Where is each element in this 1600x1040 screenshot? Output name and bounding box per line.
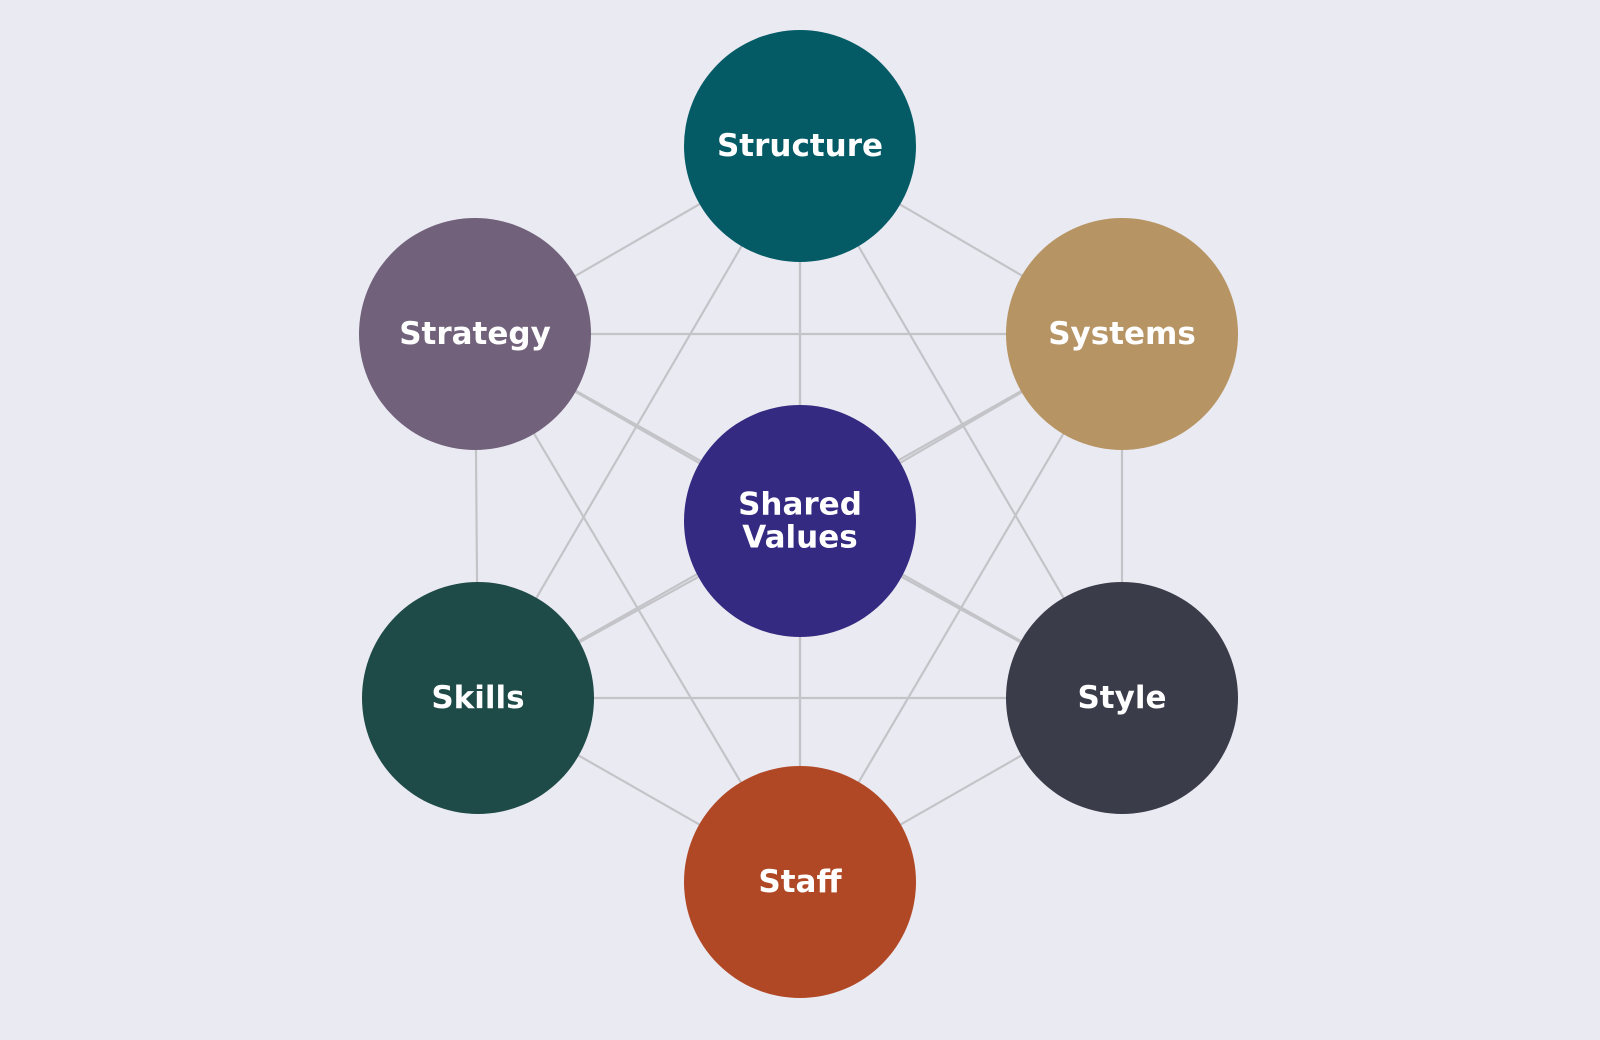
node-circle-shared-values	[684, 405, 916, 637]
node-circle-style	[1006, 582, 1238, 814]
node-style: Style	[1006, 582, 1238, 814]
node-structure: Structure	[684, 30, 916, 262]
node-label-shared-values: Shared	[738, 487, 862, 523]
node-staff: Staff	[684, 766, 916, 998]
node-skills: Skills	[362, 582, 594, 814]
node-label-strategy: Strategy	[399, 316, 551, 352]
node-systems: Systems	[1006, 218, 1238, 450]
node-label-shared-values: Values	[742, 520, 857, 556]
node-label-staff: Staff	[758, 864, 842, 900]
node-label-skills: Skills	[431, 680, 524, 716]
node-circle-skills	[362, 582, 594, 814]
node-circle-structure	[684, 30, 916, 262]
node-circle-systems	[1006, 218, 1238, 450]
node-circle-strategy	[359, 218, 591, 450]
node-label-structure: Structure	[717, 128, 883, 164]
node-label-systems: Systems	[1048, 316, 1196, 352]
node-circle-staff	[684, 766, 916, 998]
node-label-style: Style	[1077, 680, 1166, 716]
node-strategy: Strategy	[359, 218, 591, 450]
